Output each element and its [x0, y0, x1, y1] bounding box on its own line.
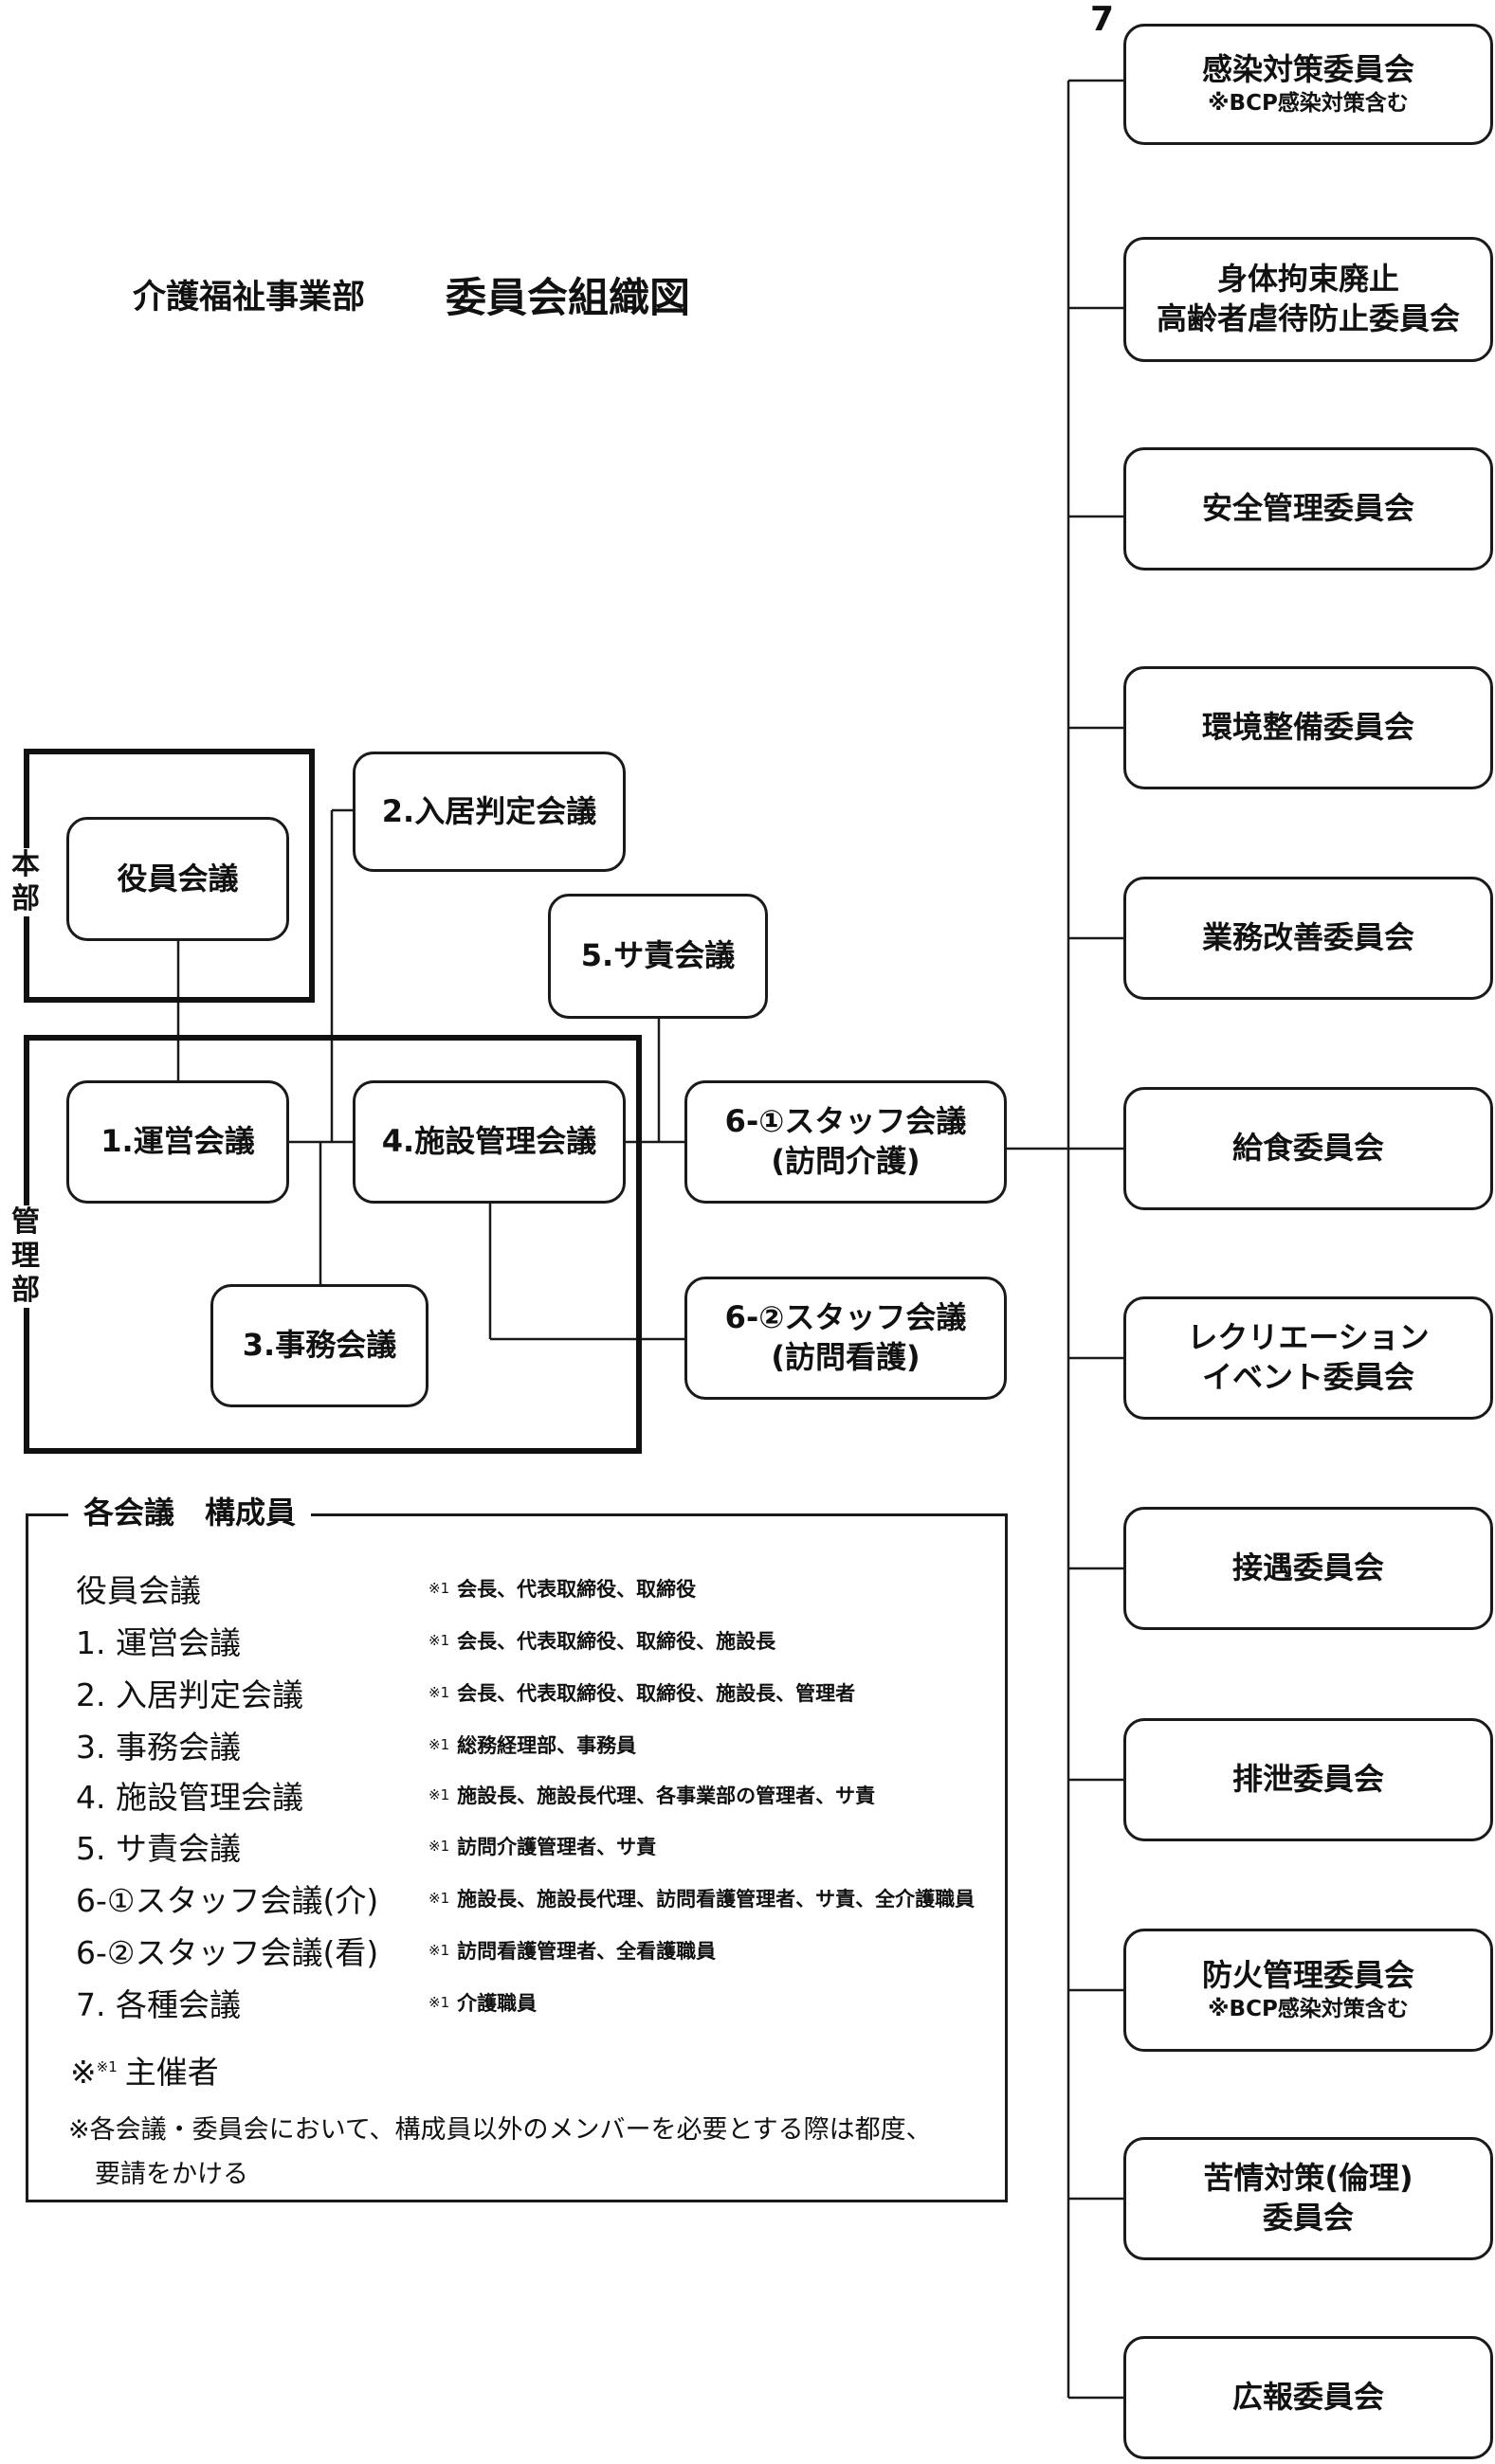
committee-restraint: 身体拘束廃止 高齢者虐待防止委員会	[1123, 237, 1493, 362]
legend-note-2: 要請をかける	[95, 2160, 248, 2189]
node-saseki: 5.サ責会議	[548, 894, 768, 1019]
committee-group-number: 7	[1090, 0, 1115, 39]
department-title: 介護福祉事業部	[133, 279, 366, 317]
committee-infection: 感染対策委員会 ※BCP感染対策含む	[1123, 24, 1493, 145]
committee-excretion: 排泄委員会	[1123, 1718, 1493, 1841]
node-yakuin: 役員会議	[66, 817, 289, 941]
node-shisetsu: 4.施設管理会議	[353, 1080, 626, 1204]
node-jimu: 3.事務会議	[210, 1284, 428, 1407]
committee-environment: 環境整備委員会	[1123, 666, 1493, 789]
committee-safety: 安全管理委員会	[1123, 447, 1493, 571]
committee-hospitality: 接遇委員会	[1123, 1507, 1493, 1630]
chart-title: 委員会組織図	[446, 275, 690, 322]
node-staff2: 6-②スタッフ会議 (訪問看護)	[684, 1277, 1007, 1400]
committee-recreation: レクリエーション イベント委員会	[1123, 1296, 1493, 1420]
node-staff1: 6-①スタッフ会議 (訪問介護)	[684, 1080, 1007, 1204]
committee-business: 業務改善委員会	[1123, 877, 1493, 1000]
legend-note-1: ※各会議・委員会において、構成員以外のメンバーを必要とする際は都度、	[68, 2115, 932, 2145]
honbu-label: 本部	[9, 848, 42, 916]
kanribu-label: 管理部	[9, 1205, 42, 1308]
node-unei: 1.運営会議	[66, 1080, 289, 1204]
legend-title: 各会議 構成員	[68, 1492, 312, 1533]
committee-complaints: 苦情対策(倫理) 委員会	[1123, 2137, 1493, 2260]
legend-box	[26, 1513, 1008, 2202]
committee-fire: 防火管理委員会 ※BCP感染対策含む	[1123, 1929, 1493, 2052]
committee-meals: 給食委員会	[1123, 1087, 1493, 1210]
node-nyukyo: 2.入居判定会議	[353, 752, 626, 872]
committee-pr: 広報委員会	[1123, 2336, 1493, 2459]
